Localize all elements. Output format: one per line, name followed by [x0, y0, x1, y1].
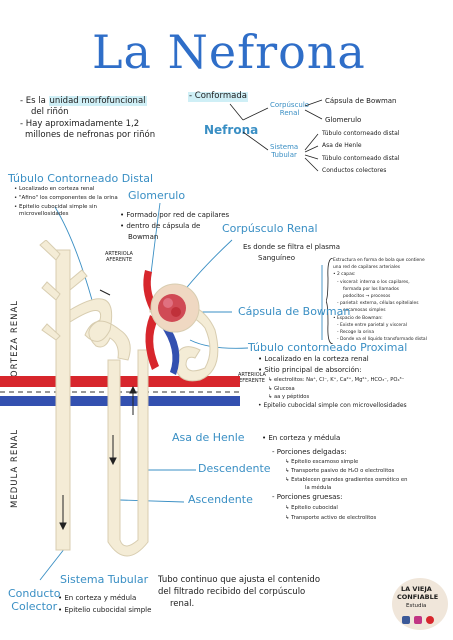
tcp-item-6: • Epitelio cubocidal simple con microvel…	[258, 402, 407, 409]
tcd-item-4: microvellosidades	[19, 211, 69, 217]
loop-of-henle	[107, 349, 149, 557]
tcd-item-2: • "Afino" los componentes de la orina	[14, 195, 118, 201]
tcp-item-5: ↳ aa y péptidos	[268, 394, 310, 400]
tcd-title: Túbulo Contorneado Distal	[8, 172, 154, 185]
sistema-tubular-desc-2: del filtrado recibido del corpúsculo	[158, 587, 306, 597]
pinterest-icon[interactable]	[426, 616, 434, 624]
henle-gruesas-2: ↳ Transporte activo de electrolitos	[285, 515, 377, 521]
corpusculo-item-2: Glomerulo	[325, 116, 362, 124]
corpusculo-renal-title: Corpúsculo Renal	[222, 222, 318, 235]
intro-line-4: millones de nefronas por riñón	[25, 130, 156, 140]
sistema-item-4: Conductos colectores	[322, 167, 387, 174]
tcp-item-3: ↳ electrolitos: Na⁺, Cl⁻, K⁺, Ca²⁺, Mg²⁺…	[268, 377, 405, 383]
bowman-title: Cápsula de Bowman	[238, 305, 351, 318]
tcp-item-1: • Localizado en la corteza renal	[258, 355, 369, 363]
glomerulo-title: Glomerulo	[128, 189, 186, 202]
henle-delgadas-2: ↳ Transporte pasivo de H₂O o electrolito…	[285, 468, 395, 474]
sistema-tubular-desc-3: renal.	[170, 599, 195, 609]
henle-gruesas-1: ↳ Epitelio cubocidal	[285, 505, 338, 511]
tcd-item-3: • Epitelio cubocidal simple sin	[14, 204, 98, 210]
tcp-title: Túbulo contorneado Proximal	[248, 341, 408, 354]
bowman-brace	[326, 258, 334, 344]
corpusculo-text-1: Es donde se filtra el plasma	[243, 243, 341, 251]
henle-title: Asa de Henle	[172, 431, 245, 444]
glomerulo-item-1: • Formado por red de capilares	[120, 211, 230, 219]
collecting-duct	[55, 249, 71, 551]
corpusculo-text-2: Sanguíneo	[258, 254, 296, 262]
glomerulo-item-2: • dentro de cápsula de	[120, 222, 201, 230]
henle-delgadas-1: ↳ Epitelio escamoso simple	[285, 459, 359, 465]
corpusculo-item-1: Cápsula de Bowman	[325, 97, 397, 105]
sistema-item-3: Túbulo contorneado distal	[322, 155, 400, 162]
pct	[149, 298, 219, 382]
sistema-tubular-title: Sistema Tubular	[60, 573, 149, 586]
descendente-label: Descendente	[198, 462, 271, 475]
conformada-label: - Conformada	[188, 91, 248, 102]
tcp-item-4: ↳ Glucosa	[268, 386, 295, 392]
bowman-notes: Estructura en forma de bola que contiene…	[333, 258, 427, 343]
intro-line-3: - Hay aproximadamente 1,2	[20, 119, 140, 129]
intro-line-1: - Es la unidad morfofuncional	[20, 96, 147, 106]
glomerulus	[158, 294, 186, 322]
henle-delgadas-3: ↳ Establecen grandes gradientes osmótico…	[285, 477, 408, 483]
glomerulo-item-3: Bowman	[128, 233, 159, 241]
brand-logo: LA VIEJA CONFIABLE Estudia	[392, 578, 448, 630]
intro-line-2: del riñón	[31, 107, 69, 117]
sistema-tubular-desc-1: Tubo continuo que ajusta el contenido	[158, 575, 321, 585]
sistema-tubular-item-2: • Epitelio cubocidal simple	[58, 606, 152, 614]
ascendente-label: Ascendente	[188, 493, 253, 506]
facebook-icon[interactable]	[402, 616, 410, 624]
henle-gruesas-label: - Porciones gruesas:	[272, 493, 343, 501]
instagram-icon[interactable]	[414, 616, 422, 624]
tcd-item-1: • Localizado en corteza renal	[14, 186, 95, 192]
tcp-item-2: • Sitio principal de absorción:	[258, 366, 362, 374]
henle-delgadas-4: la médula	[305, 485, 332, 491]
page-title: La Nefrona	[92, 25, 366, 79]
sistema-item-1: Túbulo contorneado distal	[322, 130, 400, 137]
sistema-tubular-item-1: • En corteza y médula	[58, 594, 137, 602]
nephron-diagram	[0, 240, 240, 557]
henle-location: • En corteza y médula	[262, 434, 341, 442]
sistema-item-2: Asa de Henle	[322, 142, 362, 149]
henle-delgadas-label: - Porciones delgadas:	[272, 448, 347, 456]
